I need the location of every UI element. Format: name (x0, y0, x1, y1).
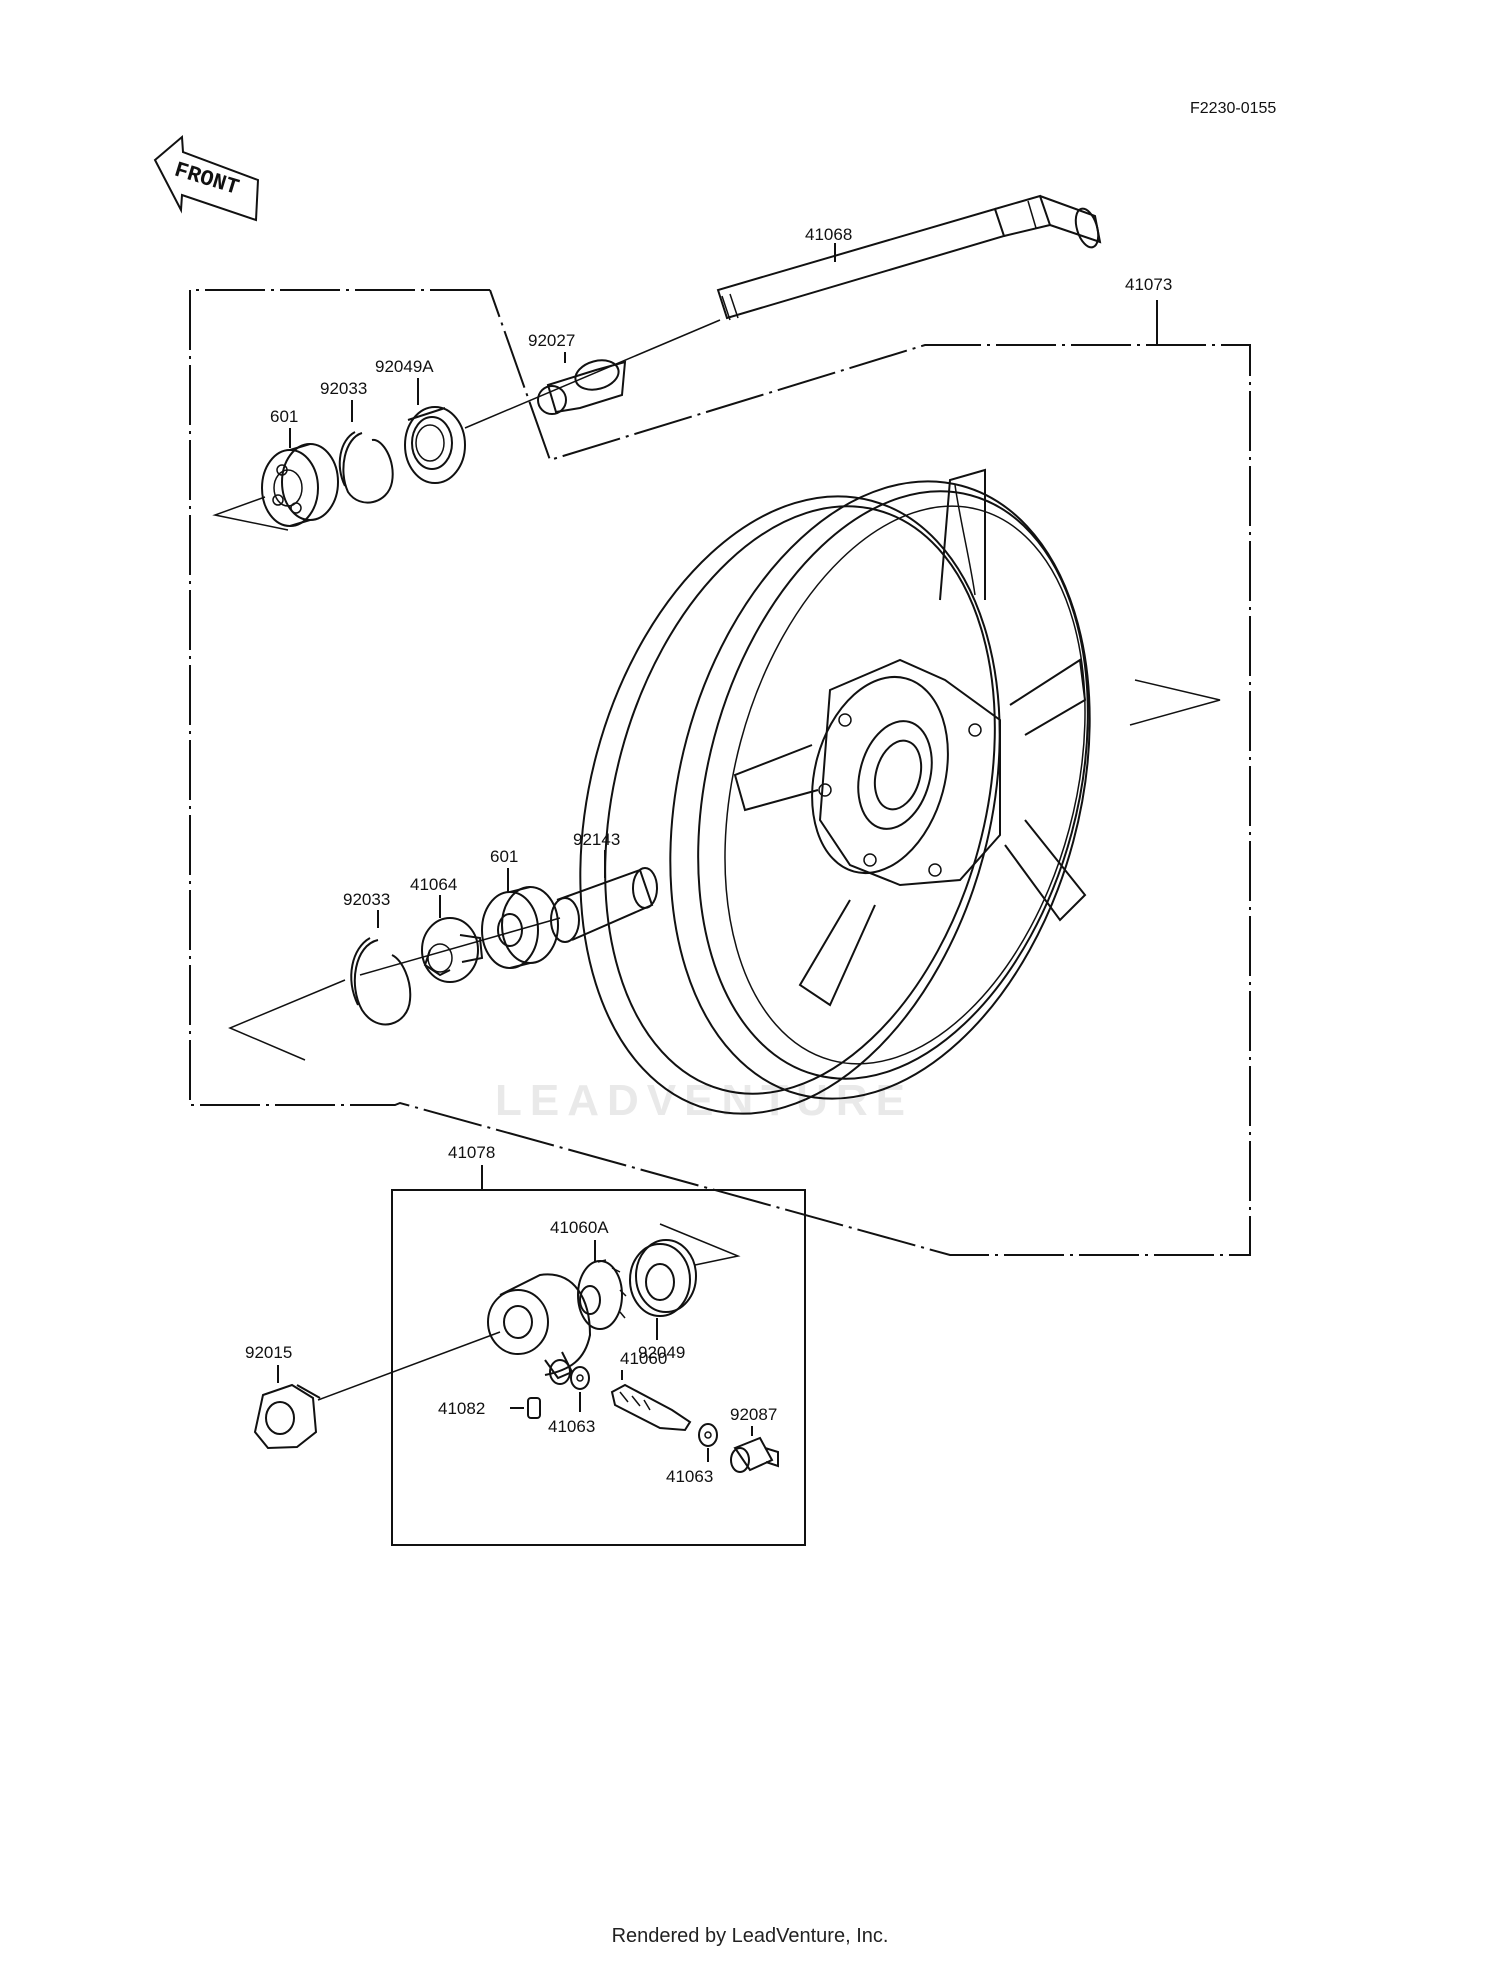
circlip-92033-top (338, 431, 394, 504)
washer-41063-b (698, 1423, 718, 1447)
label-601-mid: 601 (490, 847, 518, 866)
bushing-92087 (730, 1436, 779, 1473)
label-92033-mid: 92033 (343, 890, 390, 909)
collar-92143 (550, 867, 658, 943)
label-41060: 41060 (620, 1349, 667, 1368)
diagram-code: F2230-0155 (1190, 100, 1276, 117)
label-92049A: 92049A (375, 357, 434, 376)
label-41063-a: 41063 (548, 1417, 595, 1436)
footer-credit: Rendered by LeadVenture, Inc. (611, 1925, 889, 1947)
label-92033-top: 92033 (320, 379, 367, 398)
label-41068: 41068 (805, 225, 852, 244)
label-92015: 92015 (245, 1343, 292, 1362)
oil-seal-92049 (629, 1239, 697, 1317)
nut-92015 (253, 1383, 321, 1450)
label-41060A: 41060A (550, 1218, 609, 1237)
label-92049: 92049 (638, 1343, 685, 1362)
label-601-top: 601 (270, 407, 298, 426)
label-41082: 41082 (438, 1399, 485, 1418)
label-41078: 41078 (448, 1143, 495, 1162)
assembly-box-41078 (391, 1189, 806, 1546)
gear-housing (487, 1273, 592, 1385)
bearing-601-top (261, 443, 339, 527)
assembly-frame-left (189, 289, 1251, 1256)
stopper-41064 (421, 917, 484, 983)
label-41073: 41073 (1125, 275, 1172, 294)
label-41063-b: 41063 (666, 1467, 713, 1486)
bearing-601-mid (481, 886, 559, 969)
front-wheel-41073 (579, 468, 1091, 1115)
front-arrow-icon: FRONT (153, 134, 260, 222)
watermark: LEADVENTURE (495, 1076, 913, 1125)
circlip-92033-mid (350, 937, 412, 1026)
washer-41063-a (570, 1366, 590, 1390)
label-92027: 92027 (528, 331, 575, 350)
label-92087: 92087 (730, 1405, 777, 1424)
axle-41068 (716, 194, 1102, 321)
pinion-41060 (610, 1383, 692, 1432)
label-92143: 92143 (573, 830, 620, 849)
gear-41060A (577, 1259, 627, 1330)
spacer-92027 (537, 359, 627, 415)
pin-41082 (527, 1397, 541, 1419)
label-41064: 41064 (410, 875, 457, 894)
oil-seal-92049A (404, 406, 466, 484)
